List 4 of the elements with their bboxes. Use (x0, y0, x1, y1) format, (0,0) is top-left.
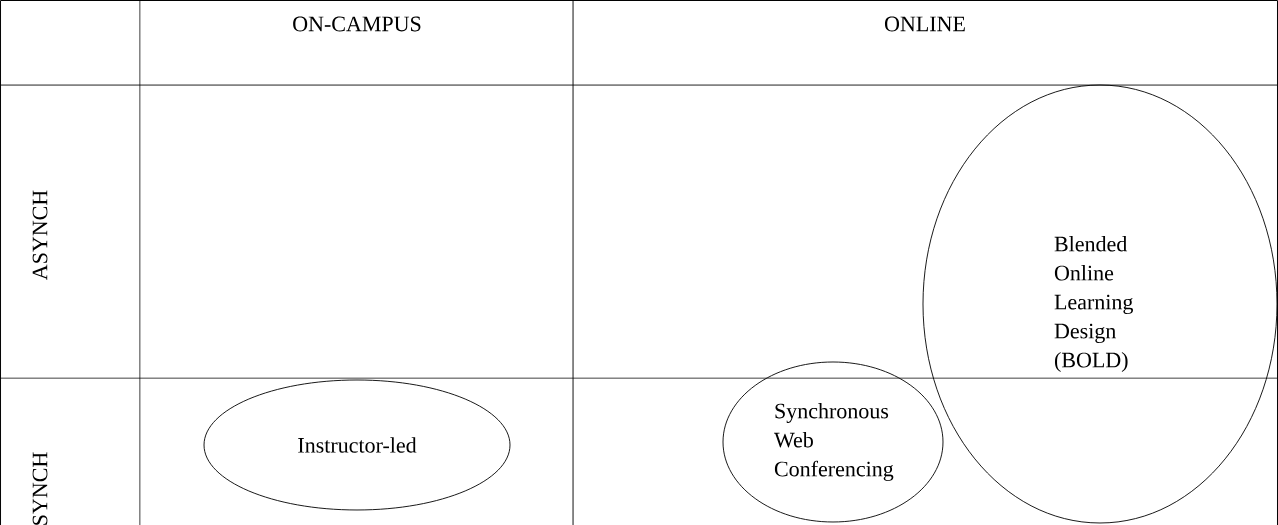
row-header: SYNCH (32, 452, 48, 525)
column-header: ON-CAMPUS (293, 16, 421, 32)
row-header: ASYNCH (32, 190, 48, 280)
column-header: ONLINE (885, 16, 965, 32)
